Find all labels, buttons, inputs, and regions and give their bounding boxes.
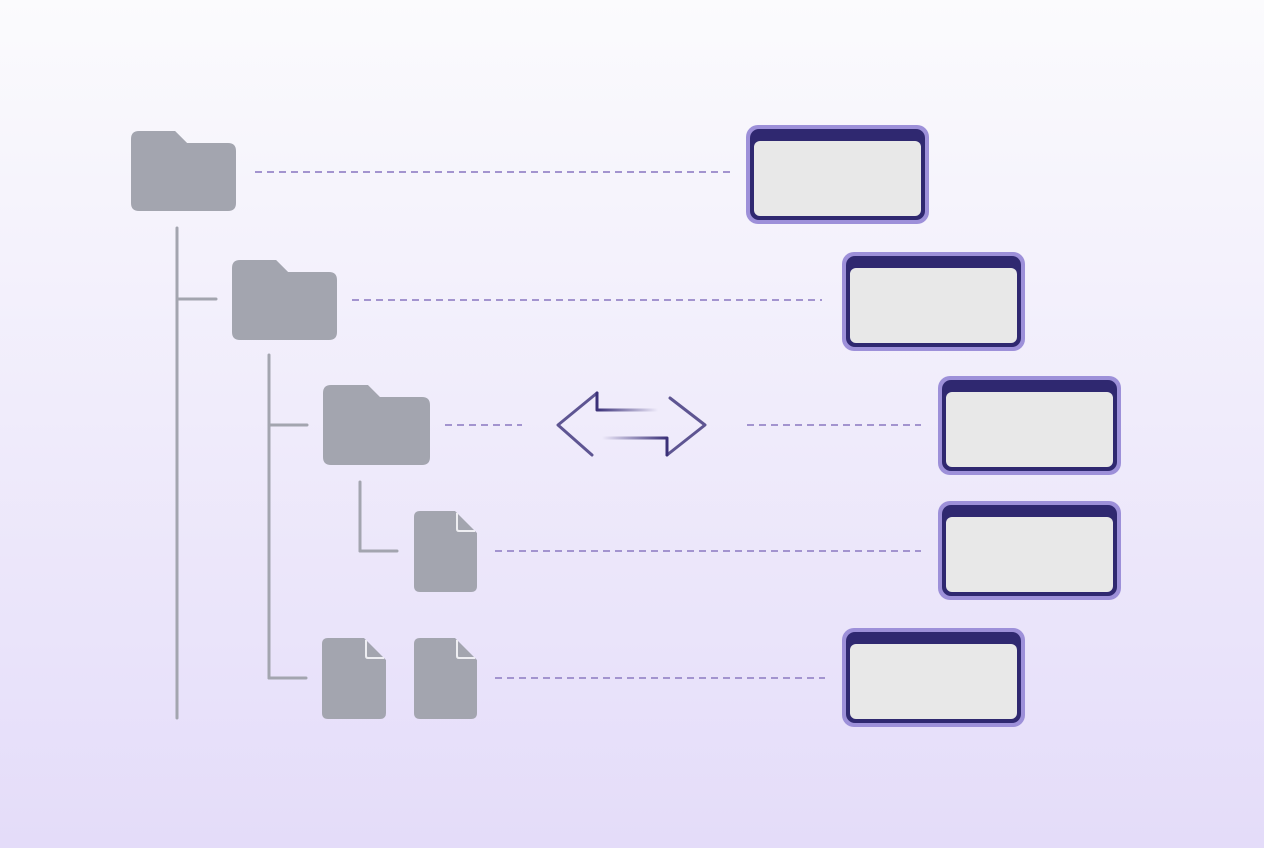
left-arrow-head <box>556 391 599 457</box>
dashed-connectors <box>255 171 921 679</box>
left-arrow-shaft <box>595 391 660 412</box>
window-icon <box>746 125 929 224</box>
window-icon <box>938 501 1121 600</box>
window-panels <box>746 125 1121 727</box>
window-content <box>850 268 1017 343</box>
folder-icon <box>131 131 236 211</box>
tree-connectors <box>175 226 399 720</box>
file-icon <box>414 638 477 719</box>
window-content <box>850 644 1017 719</box>
window-content <box>754 141 921 216</box>
file-icon <box>322 638 386 719</box>
window-content <box>946 517 1113 592</box>
window-icon <box>842 252 1025 351</box>
window-content <box>946 392 1113 467</box>
window-icon <box>842 628 1025 727</box>
window-icon <box>938 376 1121 475</box>
right-arrow-head <box>665 396 707 457</box>
file-tree-icons <box>131 131 477 719</box>
folder-icon <box>323 385 430 465</box>
swap-arrows-icon <box>556 391 707 457</box>
folder-icon <box>232 260 337 340</box>
right-arrow-shaft <box>600 436 669 457</box>
file-icon <box>414 511 477 592</box>
